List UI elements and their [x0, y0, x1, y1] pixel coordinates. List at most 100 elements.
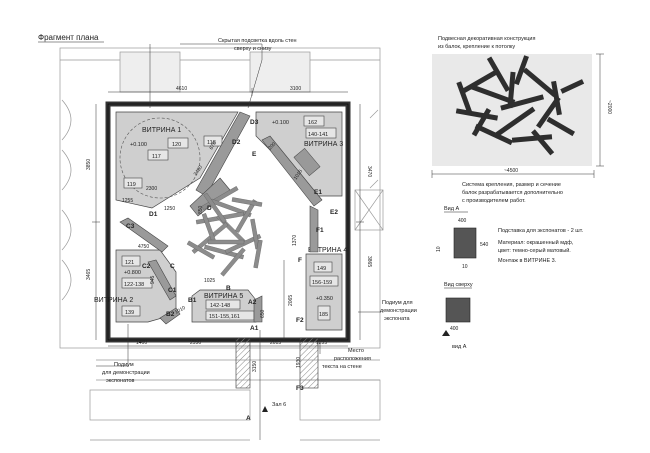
box-117: 117 [152, 154, 161, 160]
dim-bottom-2: 2950 [190, 340, 201, 346]
vitrina-4 [305, 253, 343, 331]
dim-right-2: 3865 [366, 256, 372, 267]
detail-title-2: из балок, крепление к потолку [438, 44, 515, 50]
box-121: 121 [125, 260, 134, 266]
note-podium-left-2: для демонстрации [102, 370, 150, 376]
dim-945: 945 [150, 275, 156, 284]
view-top-title: Вид сверху [444, 282, 473, 288]
dim-1930: 1930 [296, 357, 302, 368]
detail-height: ~2000 [606, 100, 612, 114]
note-text-place-2: расположения [334, 356, 371, 362]
dim-right-1: 3470 [366, 166, 372, 177]
box-149: 149 [317, 266, 326, 272]
vitrina-3-label: ВИТРИНА 3 [304, 141, 343, 148]
svg-text:D3: D3 [250, 119, 259, 126]
svg-text:C3: C3 [126, 223, 135, 230]
zal-label: Зал 6 [272, 402, 286, 408]
level-4: +0.350 [316, 296, 333, 302]
dim-200: 200 [267, 141, 277, 151]
detail-note-3: с производителем работ. [462, 198, 526, 204]
level-3: +0.800 [124, 270, 141, 276]
view-a-ref: вид А [452, 344, 467, 350]
dim-1015: 1015 [293, 168, 304, 181]
box-118: 118 [207, 140, 216, 146]
svg-text:A1: A1 [250, 325, 259, 332]
svg-text:C2: C2 [142, 263, 151, 270]
dim-2065: 2065 [288, 295, 294, 306]
svg-text:F: F [298, 257, 302, 264]
box-122: 122-138 [124, 282, 144, 288]
stand-top-view [445, 297, 471, 323]
box-139: 139 [125, 310, 134, 316]
vitrina-2-label: ВИТРИНА 2 [94, 297, 133, 304]
dim-1025: 1025 [204, 278, 215, 284]
svg-text:B2: B2 [166, 311, 175, 318]
svg-text:A: A [246, 415, 251, 422]
dim-top-2: 3100 [290, 86, 301, 92]
beam-cluster-plan [186, 186, 263, 277]
stand-dim-400b: 400 [450, 326, 459, 332]
stand-desc-4: Монтаж в ВИТРИНЕ 3. [498, 258, 557, 264]
dim-650: 650 [260, 309, 266, 318]
dim-3150: 3150 [252, 361, 258, 372]
stand-desc-1: Подставка для экспонатов - 2 шт. [498, 228, 584, 234]
level-1: +0.100 [130, 142, 147, 148]
beam-cluster-detail [455, 55, 585, 156]
box-156: 156-159 [312, 280, 332, 286]
stand-dim-540: 540 [480, 242, 489, 248]
dim-left-1: 3850 [86, 159, 92, 170]
svg-text:B1: B1 [188, 297, 197, 304]
note-podium-right-3: экспоната [384, 316, 410, 322]
note-hidden-light-1: Скрытая подсветка вдоль стен [218, 38, 297, 44]
section-letters: D3 D2 E D D1 C3 C2 C C1 B1 B B2 A2 A1 A … [126, 119, 338, 422]
dim-1250: 1250 [164, 206, 175, 212]
vitrina-1-label: ВИТРИНА 1 [142, 127, 181, 134]
stand-front-view [453, 227, 477, 259]
detail-note-2: балок разрабатывается дополнительно [462, 190, 563, 196]
note-podium-right-2: демонстрации [380, 308, 417, 314]
box-185: 185 [319, 312, 328, 318]
stand-desc-3: цвет: темно-серый матовый. [498, 247, 571, 254]
dimension-lines [92, 88, 364, 440]
detail-width: ~4500 [504, 168, 518, 174]
dim-1010: 1010 [174, 305, 187, 316]
svg-text:F1: F1 [316, 227, 324, 234]
dim-bottom-1: 1460 [136, 340, 147, 346]
dim-1370: 1370 [292, 235, 298, 246]
level-2: +0.100 [272, 120, 289, 126]
box-151: 151-155,161 [209, 314, 240, 320]
dim-850: 850 [198, 205, 204, 214]
detail-note-1: Система крепления, размер и сечение [462, 182, 561, 188]
svg-text:E1: E1 [314, 189, 322, 196]
room-walls [105, 101, 351, 389]
stand-desc-2: Материал: окрашенный мдф, [498, 239, 574, 246]
note-podium-left-1: Подиум [114, 362, 134, 368]
dim-top-1: 4610 [176, 86, 187, 92]
note-hidden-light-2: сверху и снизу [234, 46, 272, 52]
vitrina-5-label: ВИТРИНА 5 [204, 293, 243, 300]
box-140: 140-141 [308, 132, 328, 138]
svg-text:D1: D1 [149, 211, 158, 218]
dim-bottom-3: 2015 [270, 340, 281, 346]
dim-2300: 2300 [146, 186, 157, 192]
plan-title: Фрагмент плана [38, 33, 99, 42]
svg-text:E2: E2 [330, 209, 338, 216]
dim-2450: 2450 [193, 164, 204, 177]
stand-dim-400a: 400 [458, 218, 467, 224]
box-120: 120 [172, 142, 181, 148]
svg-text:E: E [252, 151, 257, 158]
dim-left-2: 3465 [86, 269, 92, 280]
svg-text:C1: C1 [168, 287, 177, 294]
box-119: 119 [127, 182, 136, 188]
dim-1255: 1255 [122, 198, 133, 204]
svg-text:D: D [207, 205, 212, 212]
svg-text:D2: D2 [232, 139, 241, 146]
vitrina-4-label: ВИТРИНА 4 [308, 247, 347, 254]
svg-text:F2: F2 [296, 317, 304, 324]
detail-title-1: Подвесная декоративная конструкция [438, 36, 535, 42]
dim-bottom-4: 1295 [316, 340, 327, 346]
note-text-place-1: Место [348, 348, 364, 354]
box-162: 162 [308, 120, 317, 126]
dim-670: 670 [209, 141, 218, 151]
dim-4750: 4750 [138, 244, 149, 250]
